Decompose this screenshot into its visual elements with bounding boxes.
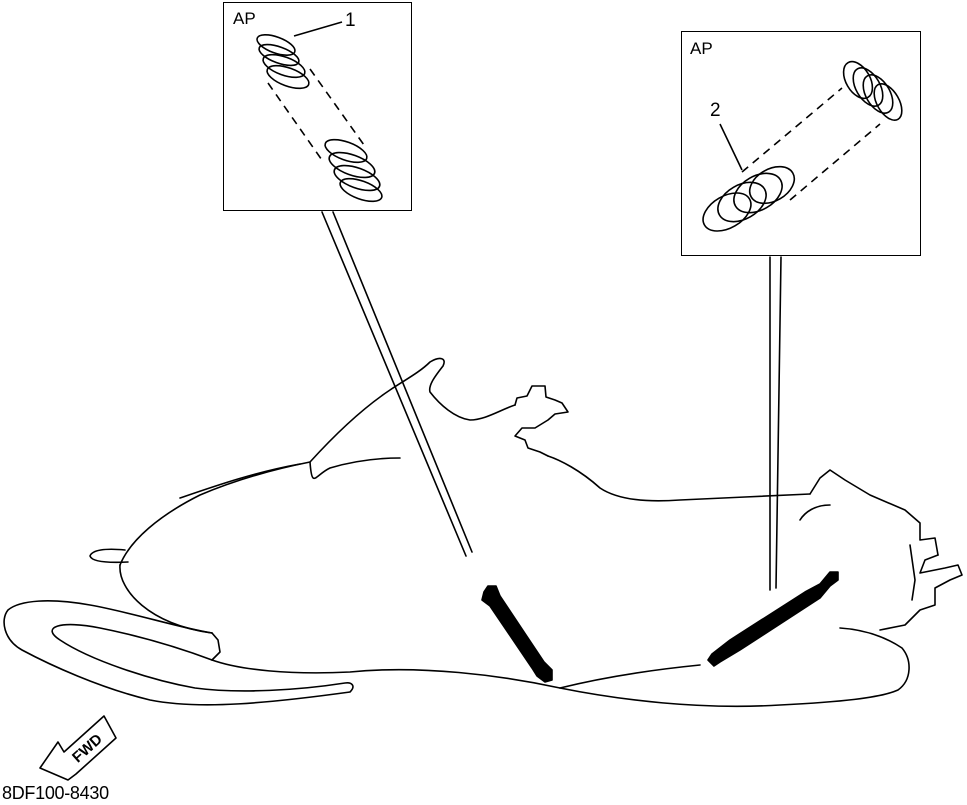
front-spring-illustration (256, 21, 383, 203)
callout-number-2: 2 (710, 100, 721, 121)
spring-coils-large (702, 165, 796, 232)
callout-number-1: 1 (345, 10, 356, 31)
forward-direction-arrow: FWD (39, 715, 117, 781)
spring-coils-lower (324, 138, 383, 203)
inset-ap-label-front: AP (233, 9, 256, 28)
spring-coils-upper (256, 34, 310, 90)
front-shock-absorber (481, 585, 553, 683)
spring-inset-rear: AP 2 (681, 31, 921, 256)
figure-code-label: 8DF100-8430 (2, 783, 109, 803)
spring-inset-front: AP 1 (223, 2, 412, 211)
leader-line-left (321, 211, 473, 557)
snowmobile-outline (3, 357, 963, 708)
inset-ap-label-rear: AP (690, 39, 713, 58)
rear-spring-illustration (702, 60, 903, 232)
leader-line-right (769, 256, 782, 591)
rear-shock-absorber (707, 571, 839, 667)
spring-coils-small (842, 60, 903, 121)
